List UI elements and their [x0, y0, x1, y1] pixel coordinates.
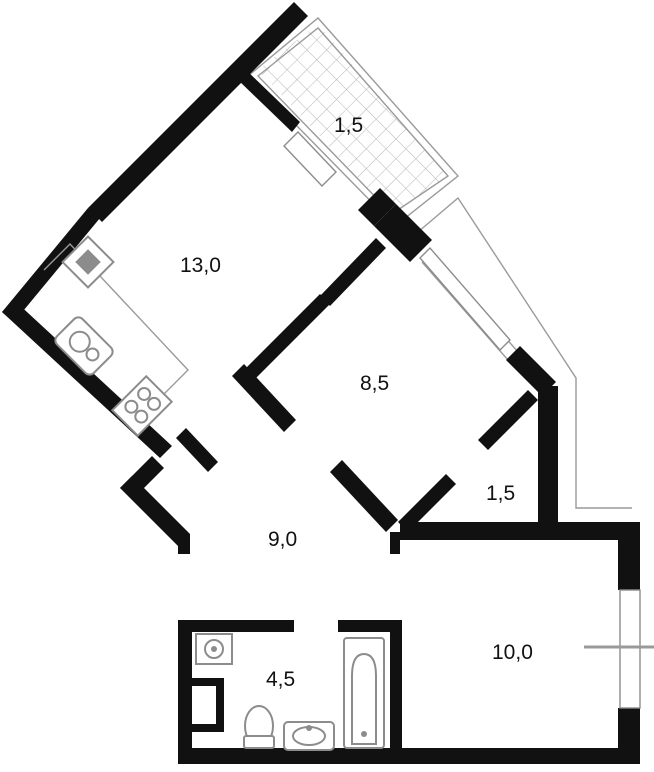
- windows: [283, 130, 654, 709]
- bathroom-area-label: 4,5: [266, 668, 295, 691]
- kitchen-sink-icon: [54, 316, 114, 376]
- bathtub-icon: [343, 637, 385, 749]
- toilet-icon: [243, 705, 275, 749]
- kitchen-counter: [43, 242, 189, 397]
- bedroom-area-label: 8,5: [360, 372, 389, 395]
- kitchen-area-label: 13,0: [180, 254, 221, 277]
- wardrobe-area-label: 1,5: [486, 482, 515, 505]
- washbasin-icon: [283, 721, 335, 751]
- stove-icon: [61, 235, 115, 289]
- washing-machine-icon: [195, 633, 233, 665]
- living-room-area-label: 10,0: [492, 641, 533, 664]
- balcony: [246, 17, 460, 227]
- hob-icon: [110, 374, 174, 438]
- walls: [2, 2, 640, 764]
- hall-area-label: 9,0: [268, 528, 297, 551]
- balcony-area-label: 1,5: [334, 114, 363, 137]
